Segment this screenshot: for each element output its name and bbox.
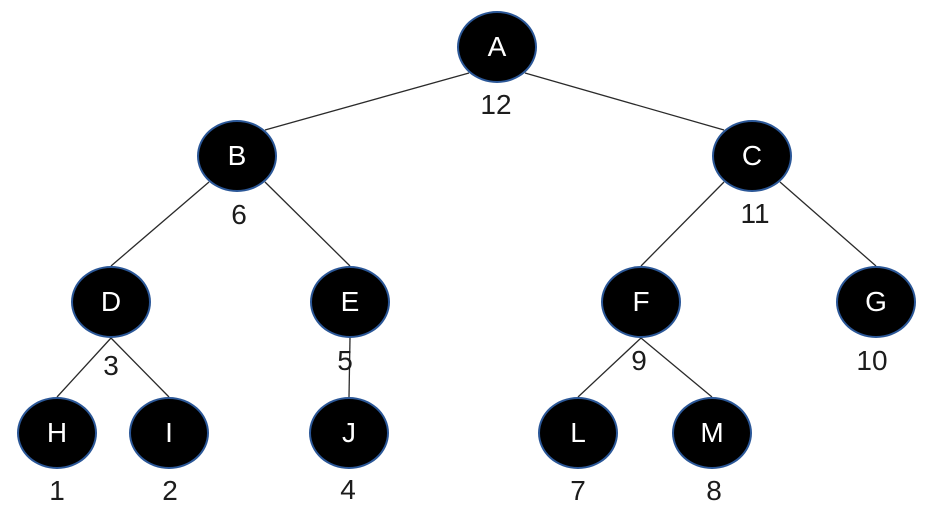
node-l: L: [538, 397, 618, 469]
node-h-label: H: [46, 417, 68, 448]
edge-d-h: [56, 337, 112, 398]
node-f-label: F: [632, 286, 650, 317]
node-f: F: [601, 266, 681, 338]
node-a: A: [457, 11, 537, 83]
node-c-value: 11: [740, 198, 770, 229]
node-d: D: [71, 266, 151, 338]
node-e-value: 5: [337, 345, 353, 376]
node-g: G: [836, 266, 916, 338]
node-c-label: C: [741, 140, 763, 171]
node-h: H: [17, 397, 97, 469]
node-b-value: 6: [231, 199, 247, 230]
node-a-value: 12: [480, 89, 512, 120]
node-l-value: 7: [570, 475, 586, 506]
node-i-label: I: [165, 417, 173, 448]
edge-a-b: [264, 72, 470, 131]
node-e-label: E: [340, 286, 360, 317]
edge-c-f: [640, 181, 725, 267]
edge-c-g: [779, 181, 877, 267]
node-b-label: B: [227, 140, 247, 171]
edge-d-i: [110, 337, 170, 398]
node-i: I: [129, 397, 209, 469]
node-m-value: 8: [706, 475, 722, 506]
node-a-label: A: [487, 31, 507, 62]
node-j: J: [309, 397, 389, 469]
edge-b-e: [264, 181, 351, 267]
edge-b-d: [110, 181, 210, 267]
node-g-value: 10: [856, 345, 888, 376]
node-m: M: [672, 397, 752, 469]
node-j-label: J: [342, 417, 356, 448]
node-d-value: 3: [103, 350, 119, 381]
node-b: B: [197, 120, 277, 192]
edge-a-c: [524, 72, 725, 131]
node-j-value: 4: [340, 474, 356, 505]
node-m-label: M: [700, 417, 724, 448]
node-i-value: 2: [162, 475, 178, 506]
node-h-value: 1: [49, 475, 65, 506]
edge-f-l: [577, 337, 642, 398]
node-f-value: 9: [631, 345, 647, 376]
node-l-label: L: [570, 417, 586, 448]
node-g-label: G: [865, 286, 887, 317]
edge-f-m: [640, 337, 713, 398]
node-c: C: [712, 120, 792, 192]
node-d-label: D: [100, 286, 122, 317]
node-e: E: [310, 266, 390, 338]
edge-e-j: [348, 337, 351, 398]
